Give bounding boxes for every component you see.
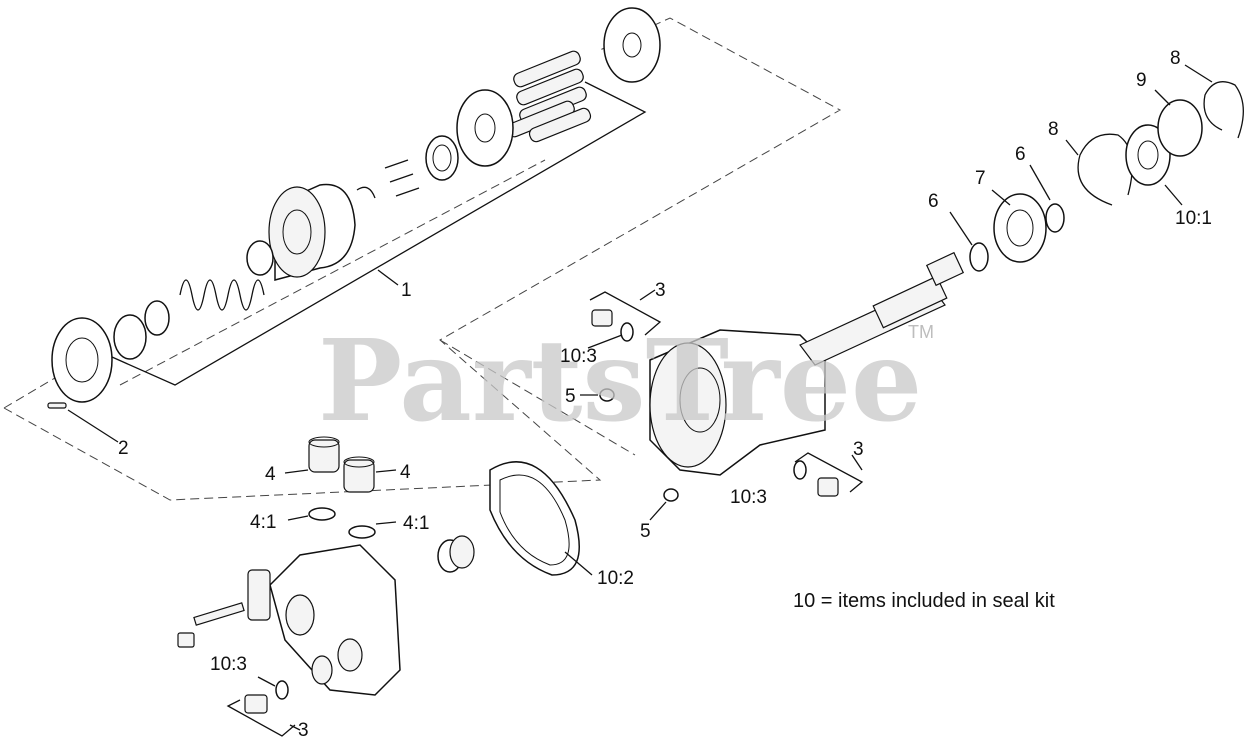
- callout-leaders: [289, 64, 1213, 731]
- plug-4b: [343, 456, 375, 493]
- callout-9: 9: [1136, 70, 1147, 91]
- ball-bearing: [993, 193, 1047, 263]
- plug-right-center: [793, 460, 839, 497]
- end-cover: [247, 544, 401, 696]
- callout-10-2: 10:2: [597, 568, 634, 589]
- dowel-pin: [47, 402, 67, 409]
- needle-bearing: [437, 535, 475, 573]
- callout-10-3-right: 10:3: [730, 487, 767, 508]
- swash-plate: [456, 89, 514, 167]
- plug-5b: [663, 488, 679, 502]
- callout-6-right: 6: [1015, 144, 1026, 165]
- thrust-washer: [603, 7, 661, 83]
- callout-4-1-right: 4:1: [403, 513, 429, 534]
- pump-housing: [649, 251, 965, 476]
- callout-2: 2: [118, 438, 129, 459]
- bearing: [425, 135, 459, 181]
- callout-5-top: 5: [565, 386, 576, 407]
- retaining-ring-8b: [1203, 81, 1244, 139]
- bolt: [177, 602, 245, 648]
- callout-1: 1: [401, 280, 412, 301]
- callout-10-3-top: 10:3: [560, 346, 597, 367]
- spring-retainer: [144, 300, 170, 336]
- plug-4a: [308, 436, 340, 473]
- callout-4-left: 4: [265, 464, 276, 485]
- callout-7: 7: [975, 168, 986, 189]
- seal-kit-note: 10 = items included in seal kit: [793, 590, 1055, 612]
- rotating-group-assembly: [51, 7, 661, 403]
- callout-6-left: 6: [928, 191, 939, 212]
- assembly-guide-lines: [3, 17, 842, 501]
- callout-8-right: 8: [1170, 48, 1181, 69]
- snap-ring-6b: [1045, 203, 1065, 233]
- pistons: [507, 50, 592, 143]
- callout-5-bottom: 5: [640, 521, 651, 542]
- callout-3-top: 3: [655, 280, 666, 301]
- plug-5a: [599, 388, 615, 402]
- o-ring-41a: [308, 507, 336, 521]
- callout-4-1-left: 4:1: [250, 512, 276, 533]
- plug-top-center: [591, 309, 634, 342]
- callout-labels: 1 2 3 3 3 4 4 4:1 4:1 5 5 6 6 7 8 8 9 10…: [118, 48, 1212, 741]
- watermark-trademark: TM: [908, 322, 934, 342]
- seal-washer: [1157, 99, 1203, 157]
- callout-10-3-bottom: 10:3: [210, 654, 247, 675]
- callout-10-1: 10:1: [1175, 208, 1212, 229]
- o-ring-41b: [348, 525, 376, 539]
- shaft-seal: [1125, 124, 1171, 186]
- watermark-brand: PartsTree: [318, 316, 922, 447]
- o-ring-large: [113, 314, 147, 360]
- valve-plate: [51, 317, 113, 403]
- snap-ring: [356, 186, 376, 199]
- callout-4-right: 4: [400, 462, 411, 483]
- cylinder-block: [268, 183, 356, 281]
- snap-ring-6a: [969, 242, 989, 272]
- retaining-ring-8a: [1077, 133, 1133, 206]
- callout-3-bottom: 3: [298, 720, 309, 741]
- pins: [384, 159, 420, 197]
- spring: [179, 279, 265, 311]
- gasket: [489, 461, 580, 576]
- callout-8-left: 8: [1048, 119, 1059, 140]
- plug-bottom-left: [244, 680, 289, 714]
- spring-washer: [246, 240, 274, 276]
- callout-3-right: 3: [853, 439, 864, 460]
